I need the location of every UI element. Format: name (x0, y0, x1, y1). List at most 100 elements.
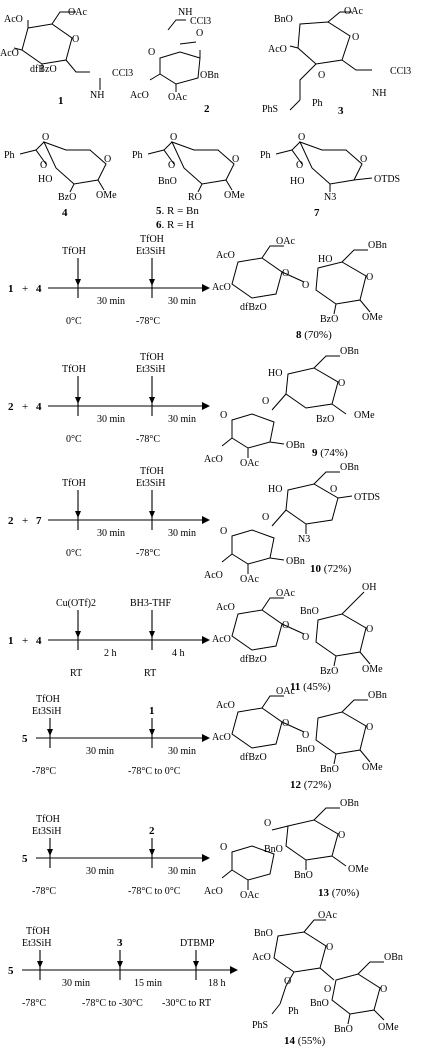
p11-label: AcO (212, 634, 231, 645)
plus-sign: + (22, 401, 28, 413)
reaction-2-step2-time: 30 min (168, 414, 196, 425)
reaction-6: 5 TfOH Et3SiH 30 min -78°C 2 30 min -78°… (22, 798, 369, 901)
c7-label: O (296, 160, 303, 171)
c4-label: O (42, 132, 49, 143)
p12-label: BnO (296, 744, 315, 755)
p10-label: OAc (240, 574, 259, 585)
reaction-7-step1-reagent: Et3SiH (22, 938, 51, 949)
c4-label: OMe (96, 190, 117, 201)
c3-label: OAc (344, 6, 363, 17)
reaction-6-step1-reagent: TfOH (36, 814, 60, 825)
reaction-5-step1-time: 30 min (86, 746, 114, 757)
product-12-structure: OAc AcO AcO O dfBzO O BnO OBn O BnO OMe (212, 686, 387, 775)
compound-3-structure: OAc BnO O AcO O CCl3 PhS Ph NH 3 (262, 6, 411, 117)
c1-label: OAc (68, 7, 87, 18)
addition-arrowhead (75, 631, 81, 638)
c3-label: CCl3 (390, 66, 411, 77)
reaction-7: 5 TfOH Et3SiH 30 min -78°C 3 15 min -78°… (8, 910, 403, 1047)
addition-arrowhead (75, 397, 81, 404)
compound-2-structure: NH O CCl3 O OBn AcO OAc 2 (130, 7, 219, 115)
p14-label: O (380, 984, 387, 995)
reaction-1-step1-reagent: TfOH (62, 246, 86, 257)
p10-label: OBn (286, 556, 305, 567)
p8-label: dfBzO (240, 302, 267, 313)
compound-4-structure: Ph O O HO O BzO OMe 4 (4, 132, 117, 219)
product-9-structure: OBn HO O O BzO OMe O OBn AcO OAc (204, 346, 375, 469)
product-14-structure: OAc BnO AcO O O OBn O BnO O BnO OMe PhS … (252, 910, 403, 1035)
reaction-5-step1-reagent: TfOH (36, 694, 60, 705)
p12-label: OBn (368, 690, 387, 701)
reaction-2-step1-reagent: TfOH (62, 364, 86, 375)
c2-label: OBn (200, 70, 219, 81)
c1-label: O (72, 34, 79, 45)
p11-label: OMe (362, 664, 383, 675)
reaction-4-step1-reagent: Cu(OTf)2 (56, 598, 96, 609)
compound-7-structure: Ph O O HO O OTDS N3 7 (260, 132, 400, 219)
p13-label: O (338, 830, 345, 841)
reaction-5-step1-temp: -78°C (32, 766, 56, 777)
p10-label: OBn (340, 462, 359, 473)
c4-label: HO (38, 174, 52, 185)
p8-label: OBn (368, 240, 387, 251)
reaction-3-acceptor: 7 (36, 515, 42, 527)
c5-label: OMe (224, 190, 245, 201)
p14-label: O (324, 984, 331, 995)
reaction-2-step1-time: 30 min (97, 414, 125, 425)
p8-label: OAc (276, 236, 295, 247)
c4-label: BzO (58, 192, 76, 203)
p11-label: O (282, 620, 289, 631)
addition-arrowhead (149, 511, 155, 518)
reaction-5-step2-temp: -78°C to 0°C (128, 766, 181, 777)
p13-label: OAc (240, 890, 259, 901)
product-8-structure: OAc AcO AcO O dfBzO O HO OBn O BzO OMe (212, 236, 387, 325)
c2-label: AcO (130, 90, 149, 101)
p12-label: OMe (362, 762, 383, 773)
c1-label: AcO (4, 14, 23, 25)
p14-label: O (326, 942, 333, 953)
p14-label: OBn (384, 952, 403, 963)
reaction-5-start: 5 (22, 733, 28, 745)
reaction-6-step1-time: 30 min (86, 866, 114, 877)
c3-label: O (318, 70, 325, 81)
reaction-4-step2-time: 4 h (172, 648, 185, 659)
reaction-7-start: 5 (8, 965, 14, 977)
reaction-1-step2-reagent: TfOH (140, 234, 164, 245)
reaction-1-step2-reagent: Et3SiH (136, 246, 165, 257)
c4-label: O (104, 154, 111, 165)
product-11-caption: 11 (45%) (290, 681, 331, 693)
c2-label: O (148, 47, 155, 58)
p14-label: PhS (252, 1020, 268, 1031)
reaction-5: 5 TfOH Et3SiH 30 min -78°C 1 30 min -78°… (22, 686, 387, 791)
reaction-4-step1-time: 2 h (104, 648, 117, 659)
reaction-7-step3-time: 18 h (208, 978, 226, 989)
p14-label: OMe (378, 1022, 399, 1033)
reaction-7-step1-reagent: TfOH (26, 926, 50, 937)
reaction-1-step2-temp: -78°C (136, 316, 160, 327)
reaction-3-donor: 2 (8, 515, 14, 527)
p12-label: O (302, 730, 309, 741)
reaction-4-step1-temp: RT (70, 668, 82, 679)
compound-3-number: 3 (338, 105, 344, 117)
p14-label: BnO (310, 998, 329, 1009)
reaction-4-acceptor: 4 (36, 635, 42, 647)
p9-label: OBn (286, 440, 305, 451)
c5-label: O (232, 154, 239, 165)
product-10-caption: 10 (72%) (310, 563, 352, 575)
p8-label: OMe (362, 312, 383, 323)
p9-label: OAc (240, 458, 259, 469)
p8-label: AcO (212, 282, 231, 293)
plus-sign: + (22, 635, 28, 647)
c1-label: CCl3 (112, 68, 133, 79)
reaction-2-step2-reagent: Et3SiH (136, 364, 165, 375)
p11-label: OAc (276, 588, 295, 599)
product-11-structure: OAc AcO AcO O dfBzO BnO O OH O BzO OMe (212, 582, 383, 677)
c5-label: RO (188, 192, 202, 203)
reaction-5-step2-reagent: 1 (149, 705, 155, 717)
p11-label: OH (362, 582, 376, 593)
p14-label: AcO (252, 952, 271, 963)
reaction-7-step1-temp: -78°C (22, 998, 46, 1009)
c3-label: Ph (312, 98, 323, 109)
product-13-structure: OBn O BnO O BnO OMe O AcO OAc (204, 798, 369, 901)
compound-6-caption: 6. R = H (156, 219, 194, 231)
